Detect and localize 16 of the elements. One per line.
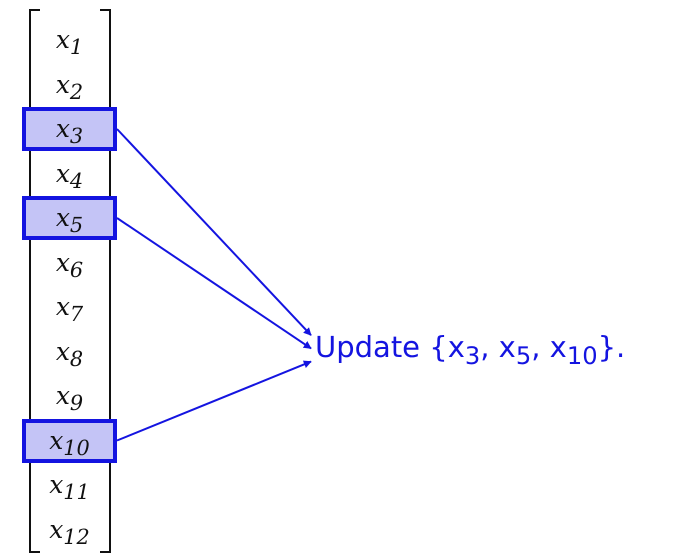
update-text: Update {x$_{3}$, x$_{5}$, x$_{10}$}. — [315, 330, 626, 371]
vector-entry: x$_{2}$ — [56, 70, 84, 104]
vector-entry: x$_{4}$ — [56, 160, 84, 192]
vector-entry: x$_{7}$ — [56, 293, 84, 326]
highlighted-entry: x$_{3}$ — [22, 107, 117, 151]
vector-entry: x$_{1}$ — [56, 26, 84, 59]
highlighted-entry: x$_{10}$ — [22, 418, 117, 462]
vector-entry: x$_{9}$ — [56, 382, 84, 415]
vector-entry: x$_{11}$ — [49, 471, 90, 504]
highlighted-entry: x$_{5}$ — [22, 196, 117, 240]
arrow — [116, 360, 312, 442]
vector-entry: x$_{12}$ — [49, 516, 90, 548]
arrow — [116, 217, 312, 350]
arrow — [116, 128, 312, 336]
vector-entry: x$_{6}$ — [56, 248, 84, 282]
vector-entry: x$_{8}$ — [56, 338, 84, 370]
